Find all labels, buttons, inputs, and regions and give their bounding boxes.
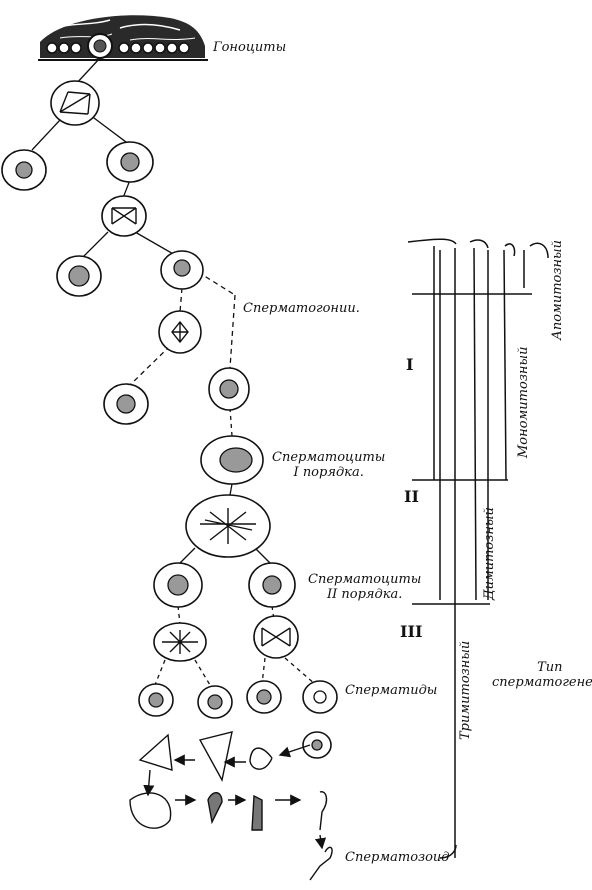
label-spermatocytes-1-line2: I порядка.	[293, 465, 364, 480]
label-spermatocytes-2-line1: Сперматоциты	[308, 572, 422, 587]
label-spermatozoon: Сперматозоид	[345, 850, 450, 865]
label-spermatocytes-2: Сперматоциты II порядка.	[308, 572, 421, 602]
type-brackets	[407, 238, 549, 859]
label-spermatids: Сперматиды	[345, 683, 438, 698]
label-type-line1: Тип	[537, 660, 563, 675]
type-label-dimitotic: Димитозный	[482, 507, 497, 600]
label-gonocytes: Гоноциты	[213, 40, 287, 55]
gonocyte-tissue	[38, 15, 208, 61]
stage-label-2: II	[404, 487, 419, 506]
stage-label-1: I	[406, 355, 414, 374]
type-label-apomitotic: Апомитозный	[550, 240, 565, 340]
label-spermatocytes-2-line2: II порядка.	[326, 587, 403, 602]
label-type-line2: сперматогенеза	[492, 675, 592, 690]
label-spermatogenesis-type: Тип сперматогенеза	[492, 660, 592, 690]
cells	[1, 80, 338, 759]
label-spermatocytes-1-line1: Сперматоциты	[272, 450, 386, 465]
spermiogenesis-stages	[129, 731, 333, 881]
mitotic-spindles	[59, 91, 291, 654]
nuclei	[15, 152, 327, 751]
type-label-trimitotic: Тримитозный	[458, 640, 473, 740]
label-spermatocytes-1: Сперматоциты I порядка.	[272, 450, 385, 480]
stage-label-3: III	[400, 622, 423, 641]
label-spermatogonia: Сперматогонии.	[243, 301, 360, 316]
type-label-monomitotic: Мономитозный	[516, 346, 531, 458]
